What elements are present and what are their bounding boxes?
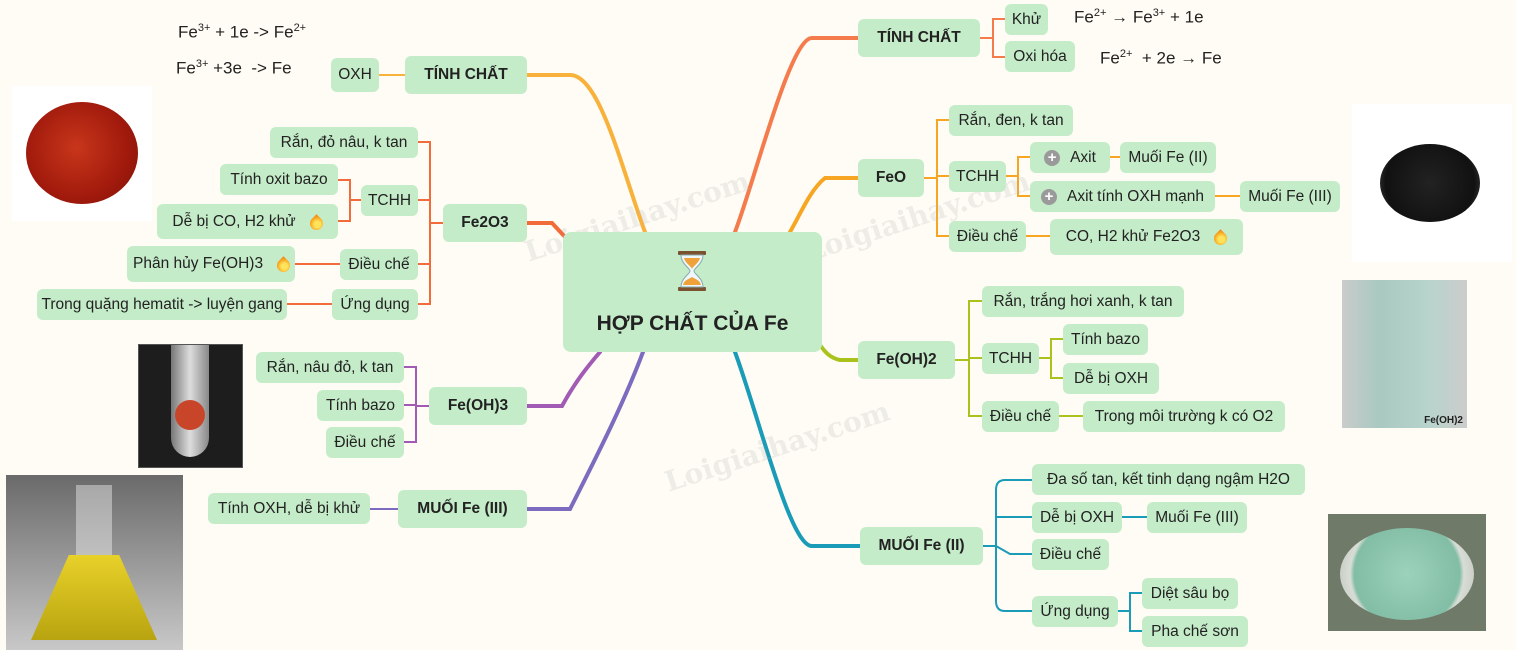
branch-fe2o3: [525, 221, 568, 240]
node-feoh2-state[interactable]: Rắn, trắng hơi xanh, k tan: [982, 286, 1184, 317]
branch-feoh2: [818, 343, 860, 362]
feoh2-image: Fe(OH)2: [1342, 280, 1467, 428]
node-feoh2-dieu-che[interactable]: Điều chế: [982, 401, 1059, 432]
node-muoi-fe3-item[interactable]: Tính OXH, dễ bị khử: [208, 493, 370, 524]
fire-icon: [310, 214, 323, 230]
node-feo-tchh[interactable]: TCHH: [949, 161, 1006, 192]
branch-feoh3: [525, 350, 602, 408]
node-feo-axit[interactable]: +Axit: [1030, 142, 1110, 173]
fire-icon: [1214, 229, 1227, 245]
node-muoi-fe2-oxh[interactable]: Dễ bị OXH: [1032, 502, 1122, 533]
node-fe2o3-ung-dung-item[interactable]: Trong quặng hematit -> luyện gang: [37, 289, 287, 320]
central-topic-title: HỢP CHẤT CỦA Fe: [596, 312, 789, 335]
node-fe2o3-oxit-bazo[interactable]: Tính oxit bazo: [220, 164, 338, 195]
node-feo-axit-oxh[interactable]: +Axit tính OXH mạnh: [1030, 181, 1215, 212]
node-feo-muoi-fe3[interactable]: Muối Fe (III): [1240, 181, 1340, 212]
node-feo-muoi-fe2[interactable]: Muối Fe (II): [1120, 142, 1216, 173]
node-muoi-fe2-diet-sau-bo[interactable]: Diệt sâu bọ: [1142, 578, 1238, 609]
plus-icon[interactable]: +: [1041, 188, 1057, 205]
branch-feo: [788, 176, 860, 234]
node-feo-dieu-che[interactable]: Điều chế: [949, 221, 1026, 252]
fire-icon: [277, 256, 289, 272]
node-feo[interactable]: FeO: [858, 159, 924, 197]
feoh2-image-caption: Fe(OH)2: [1424, 415, 1463, 426]
node-feoh3-state[interactable]: Rắn, nâu đỏ, k tan: [256, 352, 404, 383]
node-feoh2-oxh[interactable]: Dễ bị OXH: [1063, 363, 1159, 394]
branch-muoi3: [525, 350, 645, 511]
node-feoh2-dieu-che-item[interactable]: Trong môi trường k có O2: [1083, 401, 1285, 432]
equation-fe2-to-fe: Fe2+ + 2e → Fe: [1100, 48, 1222, 68]
node-feo-state[interactable]: Rắn, đen, k tan: [949, 105, 1073, 136]
hourglass-icon: [678, 251, 706, 291]
node-right-tinh-chat[interactable]: TÍNH CHẤT: [858, 19, 980, 57]
equation-fe3-to-fe: Fe3+ +3e -> Fe: [176, 58, 292, 78]
node-fe2o3-tchh[interactable]: TCHH: [361, 185, 418, 216]
node-muoi-fe2-oxh-result[interactable]: Muối Fe (III): [1147, 502, 1247, 533]
fe2o3-powder-image: [12, 86, 152, 221]
node-oxi-hoa[interactable]: Oxi hóa: [1005, 41, 1075, 72]
central-topic[interactable]: HỢP CHẤT CỦA Fe: [563, 232, 822, 352]
node-fe2o3-decompose[interactable]: Phân hủy Fe(OH)3: [127, 246, 295, 282]
node-feoh2-tchh[interactable]: TCHH: [982, 343, 1039, 374]
node-feoh3-dieu-che[interactable]: Điều chế: [326, 427, 404, 458]
equation-fe3-to-fe2: Fe3+ + 1e -> Fe2+: [178, 22, 307, 42]
node-khu[interactable]: Khử: [1005, 4, 1048, 35]
branch-muoi2: [733, 350, 862, 548]
node-muoi-fe2-pha-che-son[interactable]: Pha chế sơn: [1142, 616, 1248, 647]
feo-powder-image: [1352, 104, 1512, 262]
node-muoi-fe2-dieu-che[interactable]: Điều chế: [1032, 539, 1109, 570]
node-fe2o3-reduced[interactable]: Dễ bị CO, H2 khử: [157, 204, 338, 239]
node-feo-dieu-che-item[interactable]: CO, H2 khử Fe2O3: [1050, 219, 1243, 255]
node-oxh[interactable]: OXH: [331, 58, 379, 92]
branch-left-tinh-chat: [525, 73, 647, 234]
node-muoi-fe2[interactable]: MUỐI Fe (II): [860, 527, 983, 565]
node-feoh3-bazo[interactable]: Tính bazo: [317, 390, 404, 421]
node-feoh2-bazo[interactable]: Tính bazo: [1063, 324, 1148, 355]
node-fe2o3-ung-dung[interactable]: Ứng dụng: [332, 289, 418, 320]
node-feoh2[interactable]: Fe(OH)2: [858, 341, 955, 379]
node-left-tinh-chat[interactable]: TÍNH CHẤT: [405, 56, 527, 94]
plus-icon[interactable]: +: [1044, 149, 1061, 166]
node-fe2o3-state[interactable]: Rắn, đỏ nâu, k tan: [270, 127, 418, 158]
node-muoi-fe2-soluble[interactable]: Đa số tan, kết tinh dạng ngậm H2O: [1032, 464, 1305, 495]
iron-ii-salt-powder-image: [1328, 514, 1486, 631]
iron-salt-flask-image: [6, 475, 183, 650]
node-fe2o3-dieu-che[interactable]: Điều chế: [340, 249, 418, 280]
node-feoh3[interactable]: Fe(OH)3: [429, 387, 527, 425]
branch-right-tinh-chat: [733, 36, 860, 234]
node-muoi-fe2-ung-dung[interactable]: Ứng dụng: [1032, 596, 1118, 627]
feoh3-test-tube-image: [138, 344, 243, 468]
node-muoi-fe3[interactable]: MUỐI Fe (III): [398, 490, 527, 528]
node-fe2o3[interactable]: Fe2O3: [443, 204, 527, 242]
equation-fe2-to-fe3: Fe2+ → Fe3+ + 1e: [1074, 7, 1204, 27]
